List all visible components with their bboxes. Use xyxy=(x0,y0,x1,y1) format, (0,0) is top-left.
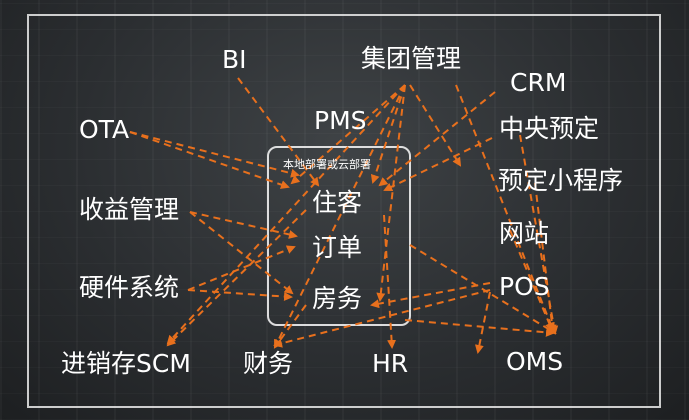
connection-arrow xyxy=(189,211,294,295)
connection-arrow xyxy=(290,84,406,185)
system-scm: 进销存SCM xyxy=(61,349,191,378)
deployment-caption: 本地部署或云部署 xyxy=(283,158,371,171)
connection-arrow xyxy=(404,319,555,337)
connection-arrow xyxy=(273,304,307,349)
system-booking-miniprogram: 预定小程序 xyxy=(498,166,624,195)
system-ota: OTA xyxy=(79,115,130,144)
module-housekeeping: 房务 xyxy=(312,284,363,313)
connection-arrow xyxy=(274,84,406,349)
system-finance: 财务 xyxy=(243,349,294,378)
module-guest: 住客 xyxy=(312,188,363,217)
connection-arrow xyxy=(383,137,493,191)
connection-arrow xyxy=(129,131,290,189)
connection-arrow xyxy=(409,84,462,167)
connection-arrow xyxy=(189,211,298,239)
connection-arrow xyxy=(376,84,406,302)
connection-arrow xyxy=(166,209,307,347)
connection-arrow xyxy=(474,291,491,354)
system-crm: CRM xyxy=(510,68,567,97)
system-website: 网站 xyxy=(499,219,550,248)
system-pos: POS xyxy=(499,272,550,301)
connection-arrow xyxy=(129,131,300,178)
system-pms: PMS xyxy=(314,106,367,135)
connection-arrow xyxy=(273,289,491,348)
connection-arrow xyxy=(370,84,406,184)
connection-arrow xyxy=(370,282,491,309)
system-group-management: 集团管理 xyxy=(361,44,462,73)
diagram-frame xyxy=(27,14,661,408)
connection-arrow xyxy=(455,84,555,332)
connection-arrow xyxy=(534,182,557,334)
connection-arrow xyxy=(383,214,397,349)
connection-arrow xyxy=(166,84,406,345)
system-revenue-management: 收益管理 xyxy=(79,195,180,224)
connection-arrow xyxy=(519,134,559,335)
connection-arrow xyxy=(509,229,554,332)
module-order: 订单 xyxy=(312,233,363,262)
connection-arrow xyxy=(237,77,320,187)
system-oms: OMS xyxy=(506,347,564,376)
system-hardware: 硬件系统 xyxy=(79,273,180,302)
core-system-box xyxy=(267,146,411,326)
connection-arrow xyxy=(187,289,293,302)
system-hr: HR xyxy=(372,349,409,378)
connection-arrow xyxy=(378,91,496,187)
system-central-booking: 中央预定 xyxy=(499,114,600,143)
system-bi: BI xyxy=(222,45,247,74)
connection-arrow xyxy=(409,244,557,335)
